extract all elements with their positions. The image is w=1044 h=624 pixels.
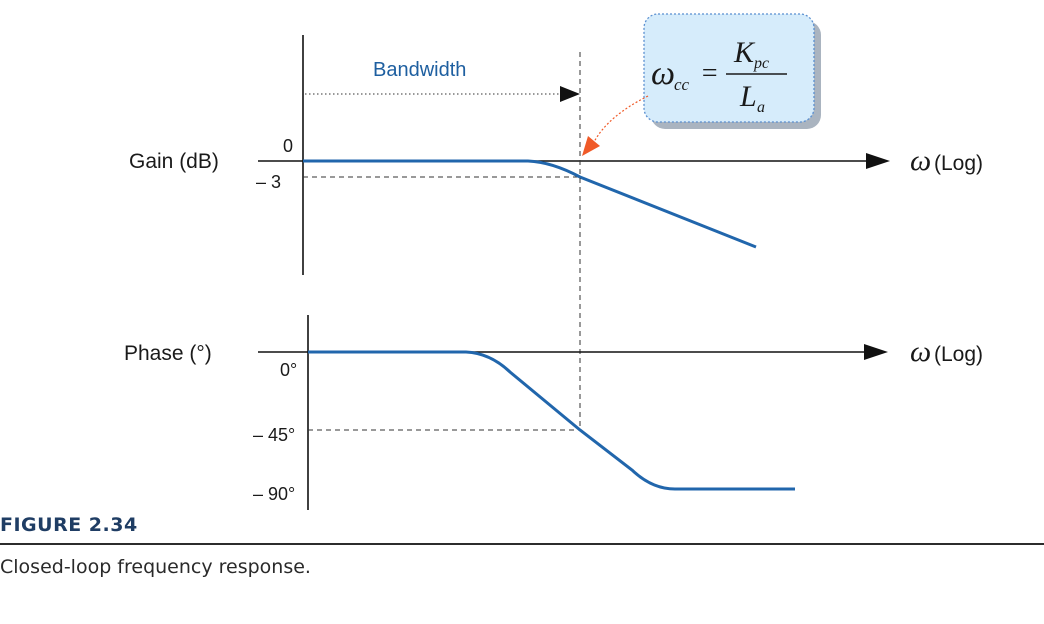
formula-denominator: L [739, 80, 757, 113]
phase-curve [308, 350, 795, 491]
bandwidth-label: Bandwidth [373, 59, 466, 81]
formula-box [643, 13, 815, 123]
figure-caption: Closed-loop frequency response. [0, 556, 311, 578]
gain-tick-minus3: – 3 [256, 172, 281, 192]
caption-divider [0, 543, 1044, 545]
callout-arrowhead [582, 136, 600, 156]
formula-equals: = [700, 58, 719, 89]
formula-numerator: K [733, 36, 756, 69]
phase-tick-minus45: – 45° [253, 425, 295, 445]
formula-lhs-sub: cc [674, 75, 690, 94]
gain-axis-label: Gain (dB) [129, 150, 219, 173]
phase-x-axis-arrowhead [864, 344, 888, 360]
phase-tick-minus90: – 90° [253, 484, 295, 504]
bode-diagram: Gain (dB) 0 – 3 ω (Log) Bandwidth ω cc =… [124, 13, 983, 510]
phase-x-axis-label: (Log) [934, 343, 983, 366]
omega-gain-icon: ω [910, 144, 931, 177]
figure-title: FIGURE 2.34 [0, 514, 138, 536]
gain-x-axis-label: (Log) [934, 152, 983, 175]
phase-axis-label: Phase (°) [124, 342, 212, 365]
formula-numerator-sub: pc [753, 55, 769, 72]
phase-tick-0: 0° [280, 360, 297, 380]
omega-phase-icon: ω [910, 335, 931, 368]
gain-tick-0: 0 [283, 136, 293, 156]
gain-x-axis-arrowhead [866, 153, 890, 169]
formula-lhs: ω [651, 55, 675, 92]
formula-denominator-sub: a [757, 99, 765, 116]
bandwidth-arrowhead [560, 86, 580, 102]
gain-curve [303, 159, 757, 249]
callout-arrow [593, 95, 649, 143]
